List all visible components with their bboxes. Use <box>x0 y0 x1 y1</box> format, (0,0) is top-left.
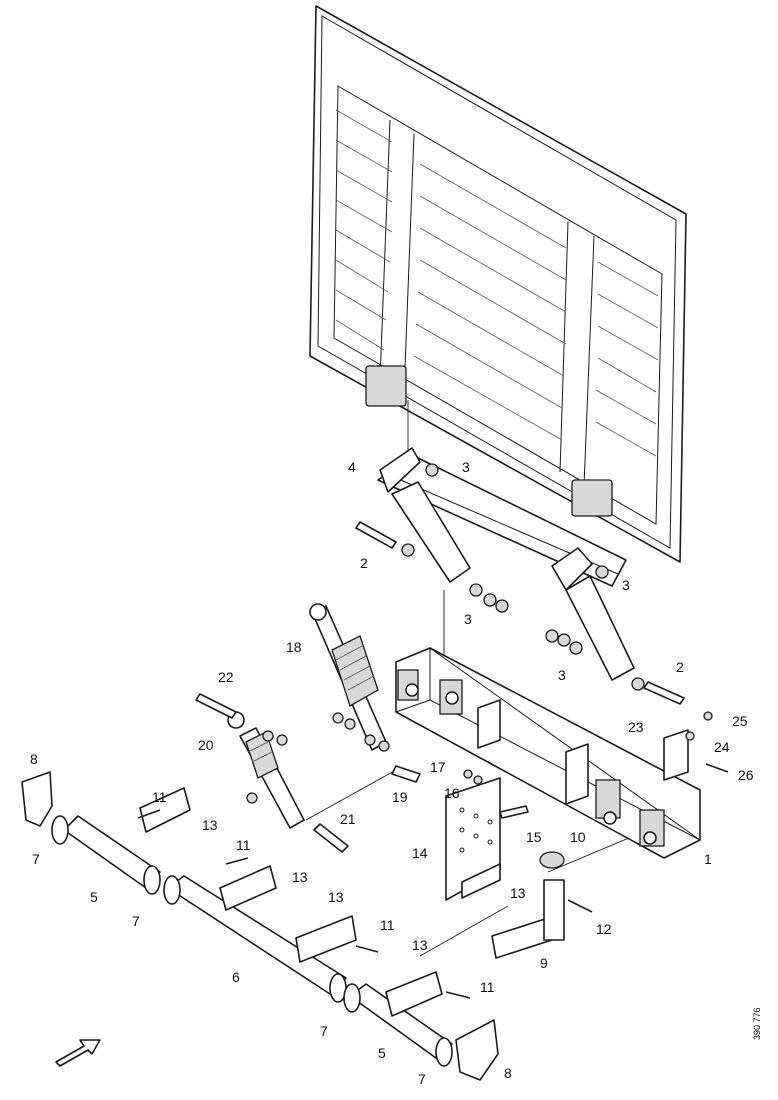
callout-6: 6 <box>232 969 240 985</box>
callout-15: 15 <box>526 829 542 845</box>
callout-18: 18 <box>286 639 302 655</box>
callout-3: 3 <box>558 667 566 683</box>
callout-8: 8 <box>504 1065 512 1081</box>
callout-3: 3 <box>622 577 630 593</box>
platform <box>309 5 687 563</box>
callout-26: 26 <box>738 767 754 783</box>
callout-7: 7 <box>132 913 140 929</box>
cylinder-18 <box>309 603 390 752</box>
callout-22: 22 <box>218 669 234 685</box>
callout-2: 2 <box>676 659 684 675</box>
callout-13: 13 <box>292 869 308 885</box>
drawing-reference-number: 390 776 <box>752 1007 762 1040</box>
callout-11: 11 <box>480 979 495 995</box>
callout-1: 1 <box>704 851 712 867</box>
cylinder-20 <box>195 693 421 853</box>
callout-17: 17 <box>430 759 446 775</box>
callout-16: 16 <box>444 785 460 801</box>
callout-2: 2 <box>360 555 368 571</box>
callout-14: 14 <box>412 845 428 861</box>
callout-8: 8 <box>30 751 38 767</box>
callout-24: 24 <box>714 739 730 755</box>
bracket-23 <box>663 729 689 781</box>
callout-12: 12 <box>596 921 612 937</box>
callout-25: 25 <box>732 713 748 729</box>
callout-13: 13 <box>202 817 218 833</box>
callout-10: 10 <box>570 829 586 845</box>
callout-5: 5 <box>90 889 98 905</box>
callout-23: 23 <box>628 719 644 735</box>
callout-7: 7 <box>32 851 40 867</box>
callout-19: 19 <box>392 789 408 805</box>
callout-21: 21 <box>340 811 356 827</box>
callout-13: 13 <box>510 885 526 901</box>
callout-9: 9 <box>540 955 548 971</box>
callout-7: 7 <box>418 1071 426 1087</box>
plate-14 <box>445 769 529 901</box>
callout-5: 5 <box>378 1045 386 1061</box>
callout-20: 20 <box>198 737 214 753</box>
callout-11: 11 <box>380 917 395 933</box>
axle-tubes <box>21 771 593 1081</box>
callout-11: 11 <box>152 789 167 805</box>
callout-7: 7 <box>320 1023 328 1039</box>
main-frame <box>395 647 701 859</box>
callout-3: 3 <box>464 611 472 627</box>
callout-11: 11 <box>236 837 251 853</box>
direction-arrow <box>55 1039 101 1067</box>
callout-3: 3 <box>462 459 470 475</box>
callout-13: 13 <box>412 937 428 953</box>
arm-assembly <box>355 447 685 705</box>
callout-4: 4 <box>348 459 356 475</box>
callout-13: 13 <box>328 889 344 905</box>
